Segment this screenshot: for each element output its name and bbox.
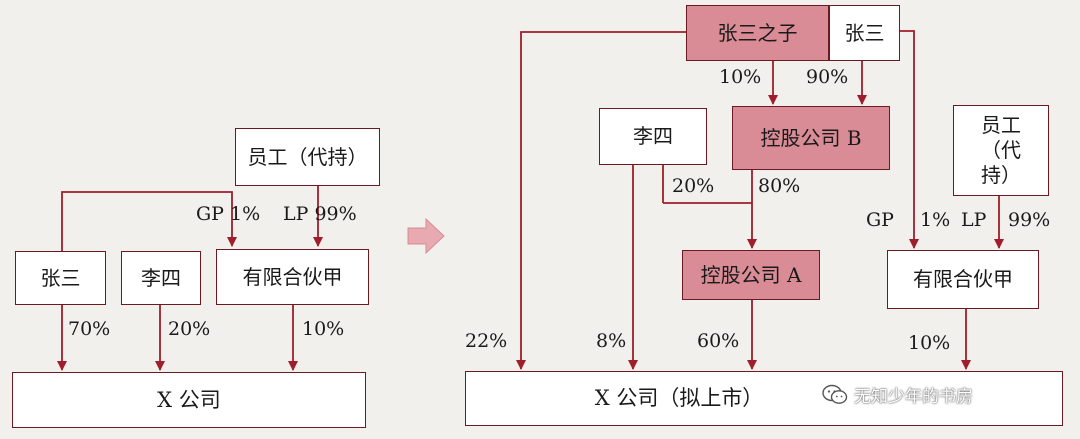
wechat-icon (822, 384, 848, 404)
left-lisi-label: 李四 (141, 265, 181, 290)
right-x-company-label: X 公司（拟上市） (594, 386, 764, 411)
right-pct-60: 60% (697, 330, 740, 352)
right-pct-22: 22% (465, 330, 508, 352)
left-pct-partnership: 10% (302, 318, 345, 340)
left-zhangsan-box: 张三 (15, 251, 106, 305)
left-gp-label: GP 1% (196, 203, 261, 225)
right-holding-b-box: 控股公司 B (732, 106, 890, 170)
gp-line-to-partnership (61, 191, 237, 251)
left-pct-zhangsan: 70% (68, 318, 111, 340)
son-to-x-line (516, 31, 686, 370)
left-partnership-box: 有限合伙甲 (216, 249, 369, 305)
right-son-box: 张三之子 (686, 5, 829, 61)
right-holding-a-label: 控股公司 A (700, 262, 802, 287)
right-pct-son: 10% (719, 66, 762, 88)
left-employee-box: 员工（代持） (235, 128, 380, 186)
right-partnership-box: 有限合伙甲 (887, 250, 1039, 309)
right-son-label: 张三之子 (717, 20, 798, 45)
right-lisi-label: 李四 (633, 124, 673, 148)
right-pct-lisi-b: 20% (672, 175, 715, 197)
right-pct-10: 10% (908, 332, 951, 354)
right-zhangsan-box: 张三 (829, 5, 900, 61)
right-arrow-icon (407, 217, 445, 255)
right-gp-pct: 1% (920, 209, 951, 231)
right-gp-label: GP (866, 209, 894, 231)
left-x-company-label: X 公司 (157, 387, 221, 412)
right-pct-b-80: 80% (758, 175, 801, 197)
right-employee-box: 员工（代持） (953, 105, 1049, 196)
left-lisi-box: 李四 (121, 251, 201, 305)
right-partnership-label: 有限合伙甲 (913, 267, 1013, 291)
watermark-text: 无知少年的书房 (854, 387, 973, 407)
left-lp-label: LP 99% (283, 203, 357, 225)
right-holding-b-label: 控股公司 B (760, 125, 862, 150)
left-pct-lisi: 20% (168, 318, 211, 340)
right-pct-zhangsan: 90% (806, 66, 849, 88)
left-partnership-label: 有限合伙甲 (242, 264, 343, 289)
left-x-company-box: X 公司 (12, 372, 366, 428)
watermark: 无知少年的书房 (822, 382, 973, 407)
right-zhangsan-label: 张三 (844, 20, 885, 45)
right-lp-pct: 99% (1008, 209, 1051, 231)
right-x-company-box: X 公司（拟上市） (465, 371, 1063, 426)
left-employee-label: 员工（代持） (247, 144, 368, 169)
left-zhangsan-label: 张三 (40, 265, 81, 290)
holding-b-to-a-line (663, 202, 757, 249)
right-lisi-box: 李四 (599, 108, 707, 165)
right-connectors (516, 30, 1004, 370)
left-connectors (57, 186, 323, 371)
right-pct-8: 8% (596, 330, 627, 352)
right-holding-a-box: 控股公司 A (682, 250, 820, 300)
zhangsan-to-partnership-gp-line (900, 30, 919, 249)
right-lp-label: LP (961, 209, 987, 231)
right-employee-label: 员工（代持） (981, 113, 1021, 187)
